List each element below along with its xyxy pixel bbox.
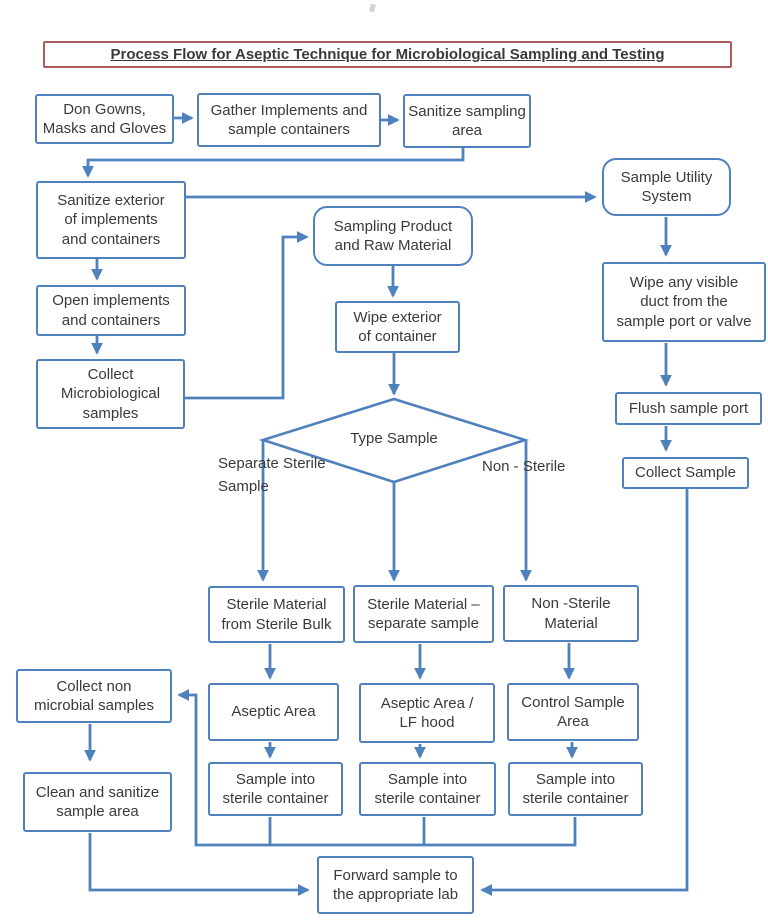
node-sample-utility: Sample Utility System <box>602 158 731 216</box>
node-flush-port: Flush sample port <box>615 392 762 425</box>
node-sterile-separate: Sterile Material – separate sample <box>353 585 494 643</box>
node-don-gowns: Don Gowns, Masks and Gloves <box>35 94 174 144</box>
branch-non-sterile-label: Non - Sterile <box>482 458 566 475</box>
node-don-gowns-label: Don Gowns, Masks and Gloves <box>42 100 167 137</box>
node-control-sample-area: Control Sample Area <box>507 683 639 741</box>
node-open-implements: Open implements and containers <box>36 285 186 336</box>
node-clean-sanitize: Clean and sanitize sample area <box>23 772 172 832</box>
node-forward-lab-label: Forward sample to the appropriate lab <box>332 866 459 903</box>
node-gather-implements: Gather Implements and sample containers <box>197 93 381 147</box>
page-title-box: Process Flow for Aseptic Technique for M… <box>43 41 732 68</box>
node-sterile-bulk-label: Sterile Material from Sterile Bulk <box>221 596 332 633</box>
node-wipe-exterior-label: Wipe exterior of container <box>353 308 442 345</box>
node-collect-microbiological-label: Collect Microbiological samples <box>60 366 161 422</box>
node-control-sample-area-label: Control Sample Area <box>521 693 625 730</box>
node-collect-sample: Collect Sample <box>622 457 749 489</box>
node-sterile-separate-label: Sterile Material – separate sample <box>367 595 480 632</box>
edge-sanitize-area-to-sanitize-exterior <box>82 148 465 178</box>
node-wipe-duct-label: Wipe any visible duct from the sample po… <box>616 274 752 330</box>
branch-separate-sterile-label: Separate Sterile Sample <box>218 455 326 495</box>
node-collect-microbiological: Collect Microbiological samples <box>36 359 185 429</box>
node-sample-container-2: Sample into sterile container <box>359 762 496 816</box>
node-aseptic-lf-hood: Aseptic Area / LF hood <box>359 683 495 743</box>
node-forward-lab: Forward sample to the appropriate lab <box>317 856 474 914</box>
node-wipe-duct: Wipe any visible duct from the sample po… <box>602 262 766 342</box>
node-open-implements-label: Open implements and containers <box>52 292 170 329</box>
node-collect-non-microbial-label: Collect non microbial samples <box>33 677 155 714</box>
node-sanitize-exterior-label: Sanitize exterior of implements and cont… <box>57 192 165 248</box>
edge-containers-to-collect-non <box>177 689 577 847</box>
node-aseptic-lf-hood-label: Aseptic Area / LF hood <box>380 694 474 731</box>
type-sample-diamond <box>258 397 530 484</box>
edge-clean-sanitize-to-forward-lab <box>88 833 310 896</box>
node-nonsterile-material: Non -Sterile Material <box>503 585 639 642</box>
node-collect-sample-label: Collect Sample <box>635 464 736 482</box>
node-collect-non-microbial: Collect non microbial samples <box>16 669 172 723</box>
node-sample-container-1-label: Sample into sterile container <box>222 770 329 807</box>
node-sterile-bulk: Sterile Material from Sterile Bulk <box>208 586 345 643</box>
node-nonsterile-material-label: Non -Sterile Material <box>531 595 611 632</box>
node-clean-sanitize-label: Clean and sanitize sample area <box>35 783 160 820</box>
node-flush-port-label: Flush sample port <box>628 399 749 417</box>
node-sampling-product-label: Sampling Product and Raw Material <box>333 217 453 254</box>
node-sample-utility-label: Sample Utility System <box>620 168 713 205</box>
node-sample-container-3-label: Sample into sterile container <box>522 770 629 807</box>
node-aseptic-area-label: Aseptic Area <box>231 703 316 721</box>
node-sample-container-3: Sample into sterile container <box>508 762 643 816</box>
node-sanitize-sampling-area-label: Sanitize sampling area <box>408 102 526 139</box>
node-gather-implements-label: Gather Implements and sample containers <box>210 101 368 138</box>
node-sample-container-1: Sample into sterile container <box>208 762 343 816</box>
node-aseptic-area: Aseptic Area <box>208 683 339 741</box>
edge-collect-micro-to-sampling-product <box>185 231 309 400</box>
node-wipe-exterior: Wipe exterior of container <box>335 301 460 353</box>
node-sample-container-2-label: Sample into sterile container <box>374 770 481 807</box>
node-sanitize-sampling-area: Sanitize sampling area <box>403 94 531 148</box>
node-sampling-product: Sampling Product and Raw Material <box>313 206 473 266</box>
node-sanitize-exterior: Sanitize exterior of implements and cont… <box>36 181 186 259</box>
decision-type-sample-label: Type Sample <box>350 430 438 447</box>
edge-collect-sample-to-forward-lab <box>480 489 689 896</box>
page-title: Process Flow for Aseptic Technique for M… <box>110 46 665 63</box>
